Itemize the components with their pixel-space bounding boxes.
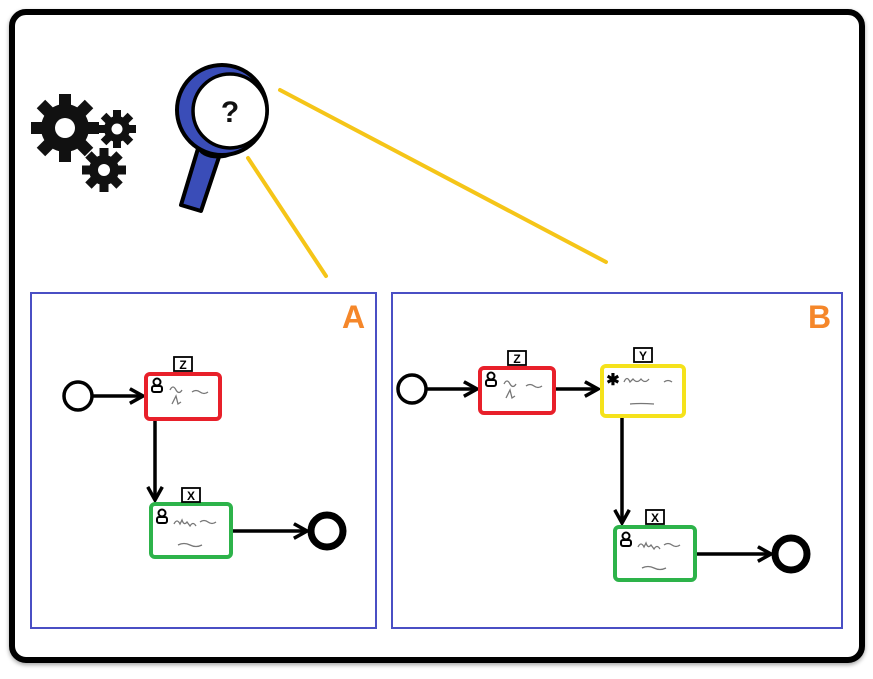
asterisk-icon: ✱	[606, 372, 619, 389]
person-icon	[151, 377, 163, 393]
small-gear-top-icon	[98, 110, 136, 148]
panel-a-task-z-tag-box	[173, 356, 193, 372]
small-gear-bottom-icon	[82, 148, 126, 192]
scribble-text	[169, 386, 209, 406]
panel-a-task-z-tag: Z	[179, 358, 186, 372]
panel-a-task-x-tag-box	[181, 487, 201, 503]
panel-b-task-z-box	[478, 366, 556, 415]
panel-b-task-x-box	[613, 525, 697, 582]
scribble-text	[173, 518, 217, 548]
scribble-text	[503, 380, 543, 400]
panel-a-task-x-tag: X	[187, 489, 195, 503]
panel-b-task-y: ✱ Y	[600, 347, 686, 418]
panel-a-end-event	[307, 511, 347, 551]
panel-b-task-x-tag: X	[651, 511, 659, 525]
panel-a-task-z-box	[144, 372, 222, 421]
panel-b-task-z-tag: Z	[513, 352, 520, 366]
panel-b-end-event	[771, 534, 811, 574]
panel-a-task-x-box	[149, 502, 233, 559]
callout-line-b	[278, 88, 608, 264]
panel-a-border	[30, 292, 377, 629]
panel-b-task-y-box	[600, 364, 686, 418]
scribble-text	[623, 377, 673, 405]
callout-line-a	[246, 156, 328, 278]
panel-a: A Z X	[30, 292, 377, 629]
panel-b-label: B	[808, 299, 831, 335]
panel-b: B Z ✱ Y	[391, 292, 843, 629]
panel-b-task-x: X	[613, 509, 697, 582]
panel-b-task-y-tag: Y	[639, 349, 647, 363]
large-gear-icon	[31, 94, 99, 162]
panel-b-task-z-tag-box	[507, 350, 527, 366]
panel-a-task-x: X	[149, 487, 233, 559]
panel-b-task-x-tag-box	[645, 509, 665, 525]
panel-a-start-event	[62, 380, 94, 412]
person-icon	[156, 508, 168, 524]
gears-icon	[31, 94, 136, 192]
panel-a-label: A	[342, 299, 365, 335]
magnifier-icon: ?	[175, 63, 269, 213]
panel-b-task-z: Z	[478, 350, 556, 415]
panel-b-task-y-tag-box	[633, 347, 653, 363]
person-icon	[620, 531, 632, 547]
panel-b-start-event	[396, 373, 428, 405]
magnifier-question-mark: ?	[221, 96, 239, 129]
panel-a-task-z: Z	[144, 356, 222, 421]
person-icon	[485, 371, 497, 387]
scribble-text	[637, 541, 681, 571]
